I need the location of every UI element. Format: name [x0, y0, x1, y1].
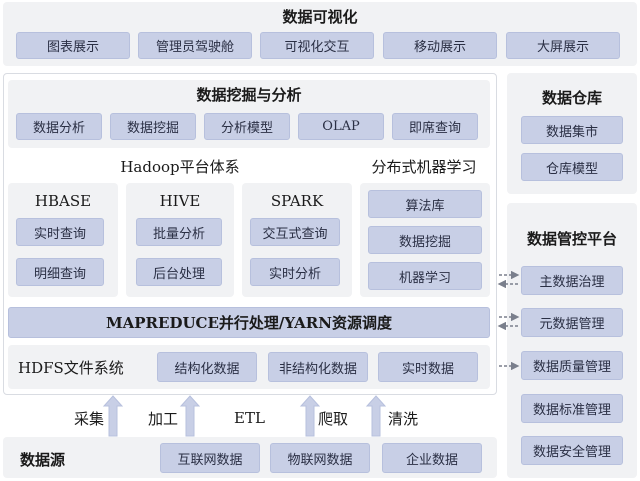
governance-item-security: 数据安全管理 — [521, 436, 623, 465]
spark-title: SPARK — [270, 192, 324, 210]
flow-label-process: 加工 — [148, 409, 179, 428]
hbase-title: HBASE — [34, 192, 92, 210]
mining-item-adhoc: 即席查询 — [392, 113, 478, 140]
source-title: 数据源 — [20, 450, 66, 469]
viz-item-bigscreen: 大屏展示 — [506, 32, 620, 59]
warehouse-item-model: 仓库模型 — [521, 153, 623, 181]
mining-item-olap: OLAP — [298, 113, 384, 140]
hdfs-item-structured: 结构化数据 — [157, 352, 257, 382]
hdfs-item-realtime: 实时数据 — [378, 352, 478, 382]
mining-title: 数据挖掘与分析 — [196, 85, 302, 104]
hbase-item-detail: 明细查询 — [16, 258, 104, 286]
hive-item-batch: 批量分析 — [136, 218, 222, 246]
viz-item-chart: 图表展示 — [16, 32, 130, 59]
arrow-up-collect — [102, 395, 124, 437]
source-item-internet: 互联网数据 — [160, 443, 260, 473]
mining-item-model: 分析模型 — [204, 113, 290, 140]
mapreduce-bar: MAPREDUCE并行处理/YARN资源调度 — [8, 307, 490, 338]
arrow-up-process — [179, 395, 201, 437]
visualization-title: 数据可视化 — [282, 7, 358, 26]
hdfs-item-unstructured: 非结构化数据 — [268, 352, 368, 382]
flow-label-collect: 采集 — [74, 409, 105, 428]
hbase-item-realtime: 实时查询 — [16, 218, 104, 246]
arrow-up-clean — [365, 395, 387, 437]
hive-item-backend: 后台处理 — [136, 258, 222, 286]
ml-title: 分布式机器学习 — [371, 157, 477, 176]
governance-title: 数据管控平台 — [526, 229, 617, 248]
arrow-up-crawl — [299, 395, 321, 437]
mining-item-analysis: 数据分析 — [16, 113, 102, 140]
viz-item-mobile: 移动展示 — [383, 32, 497, 59]
governance-item-standard: 数据标准管理 — [521, 394, 623, 423]
viz-item-cockpit: 管理员驾驶舱 — [138, 32, 252, 59]
spark-item-realtime: 实时分析 — [250, 258, 340, 286]
governance-item-master: 主数据治理 — [521, 266, 623, 295]
hadoop-title: Hadoop平台体系 — [120, 157, 240, 176]
governance-panel — [507, 203, 637, 478]
mining-item-mining: 数据挖掘 — [110, 113, 196, 140]
flow-label-crawl: 爬取 — [318, 409, 349, 428]
warehouse-item-mart: 数据集市 — [521, 116, 623, 144]
ml-item-learning: 机器学习 — [368, 262, 482, 290]
governance-item-quality: 数据质量管理 — [521, 351, 623, 380]
spark-item-interactive: 交互式查询 — [250, 218, 340, 246]
ml-item-algorithms: 算法库 — [368, 190, 482, 218]
ml-item-mining: 数据挖掘 — [368, 226, 482, 254]
governance-item-metadata: 元数据管理 — [521, 308, 623, 337]
viz-item-interaction: 可视化交互 — [260, 32, 374, 59]
source-item-iot: 物联网数据 — [270, 443, 370, 473]
flow-label-etl: ETL — [234, 409, 265, 427]
hdfs-title: HDFS文件系统 — [18, 358, 124, 377]
source-item-enterprise: 企业数据 — [382, 443, 482, 473]
hive-title: HIVE — [159, 192, 201, 210]
flow-label-clean: 清洗 — [388, 409, 419, 428]
warehouse-title: 数据仓库 — [541, 88, 602, 107]
